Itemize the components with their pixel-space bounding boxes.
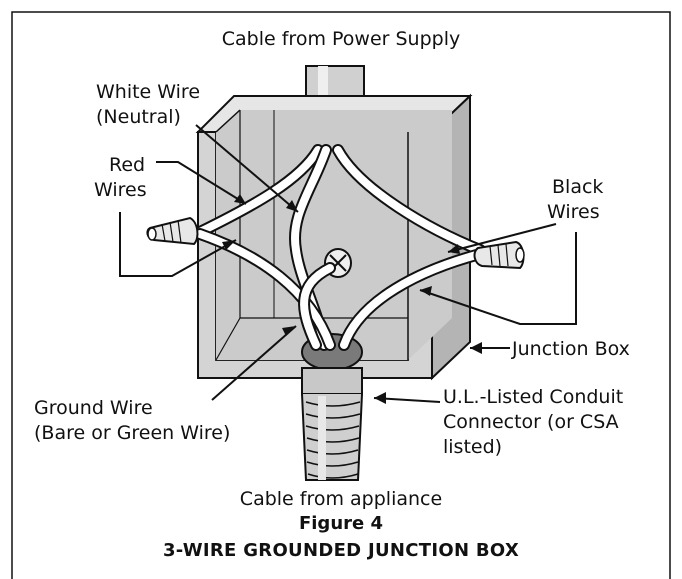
cable-appliance-label: Cable from appliance <box>239 488 443 510</box>
conduit-connector-label-line2: Connector (or CSA <box>443 411 619 433</box>
conduit-connector-label-line3: listed) <box>443 436 503 458</box>
ground-wire-label: Ground Wire <box>34 397 153 419</box>
leader-lines <box>119 124 577 403</box>
junction-box <box>195 93 473 381</box>
red-wires-label-line2: Wires <box>94 179 147 201</box>
bottom-conduit <box>301 367 363 481</box>
white-wire-sublabel: (Neutral) <box>96 106 181 128</box>
junction-box-label: Junction Box <box>512 338 630 360</box>
figure-number: Figure 4 <box>298 513 384 534</box>
box-back-wall <box>216 110 452 360</box>
white-wire-label: White Wire <box>96 81 201 103</box>
conduit-connector-label: U.L.-Listed Conduit <box>443 386 624 408</box>
figure-title: 3-WIRE GROUNDED JUNCTION BOX <box>162 540 520 561</box>
page-border <box>11 11 671 579</box>
black-wires-label: Black <box>552 176 604 198</box>
wire-nut-left <box>146 216 199 246</box>
ground-wire-sublabel: (Bare or Green Wire) <box>34 422 231 444</box>
arrowheads <box>222 194 482 404</box>
wire-nut-right <box>473 240 525 270</box>
cable-power-label: Cable from Power Supply <box>221 28 461 50</box>
wires <box>194 144 486 351</box>
red-wires-label: Red <box>109 154 146 176</box>
black-wires-label-line2: Wires <box>547 201 600 223</box>
